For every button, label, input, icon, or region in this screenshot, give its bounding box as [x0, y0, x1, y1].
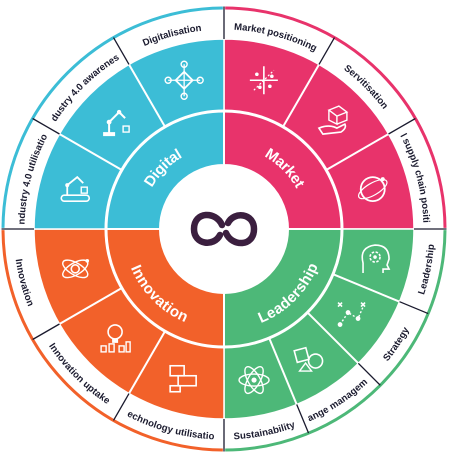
outer-border-digital [1, 6, 223, 228]
robot-arm-conveyor-icon [60, 175, 91, 202]
head-gear-icon [361, 244, 391, 274]
label-divider [357, 362, 381, 386]
icon-divider [332, 273, 400, 303]
ring-separator [104, 109, 344, 349]
lightbulb-chart-icon [100, 324, 131, 353]
robot-arm-icon [103, 109, 130, 137]
label-divider [112, 37, 130, 65]
icon-divider [268, 337, 298, 405]
network-nodes-icon [164, 60, 204, 100]
outer-border-market [225, 6, 447, 228]
center-disc [160, 165, 288, 293]
atom-orbit-icon [62, 259, 90, 279]
outer-ring-innovation [3, 229, 224, 450]
icon-divider [58, 133, 123, 171]
strategy-plot-icon [337, 301, 366, 327]
outer-border-leadership [225, 230, 447, 452]
globe-orbit-icon [357, 176, 388, 203]
icon-divider [58, 287, 123, 325]
blocks-icon [169, 364, 197, 393]
icon-divider [306, 311, 360, 365]
infinity-link-icon [190, 211, 258, 247]
shapes-icon [293, 346, 324, 372]
label-divider [112, 393, 130, 421]
icon-divider [128, 330, 166, 395]
label-divider [32, 117, 60, 135]
label-divider [296, 404, 310, 434]
label-divider [32, 323, 60, 341]
icon-divider [128, 63, 166, 128]
outer-border-innovation [1, 230, 223, 452]
label-divider [318, 37, 336, 65]
label-divider [399, 301, 429, 315]
icon-divider [282, 63, 320, 128]
label-divider [388, 117, 416, 135]
atom-icon [238, 366, 270, 395]
icon-divider [325, 133, 390, 171]
hand-box-icon [317, 105, 349, 135]
outer-ring-leadership [224, 229, 445, 450]
scatter-axes-icon [249, 66, 278, 95]
outer-ring-digital [3, 8, 224, 229]
outer-ring-market [224, 8, 445, 229]
